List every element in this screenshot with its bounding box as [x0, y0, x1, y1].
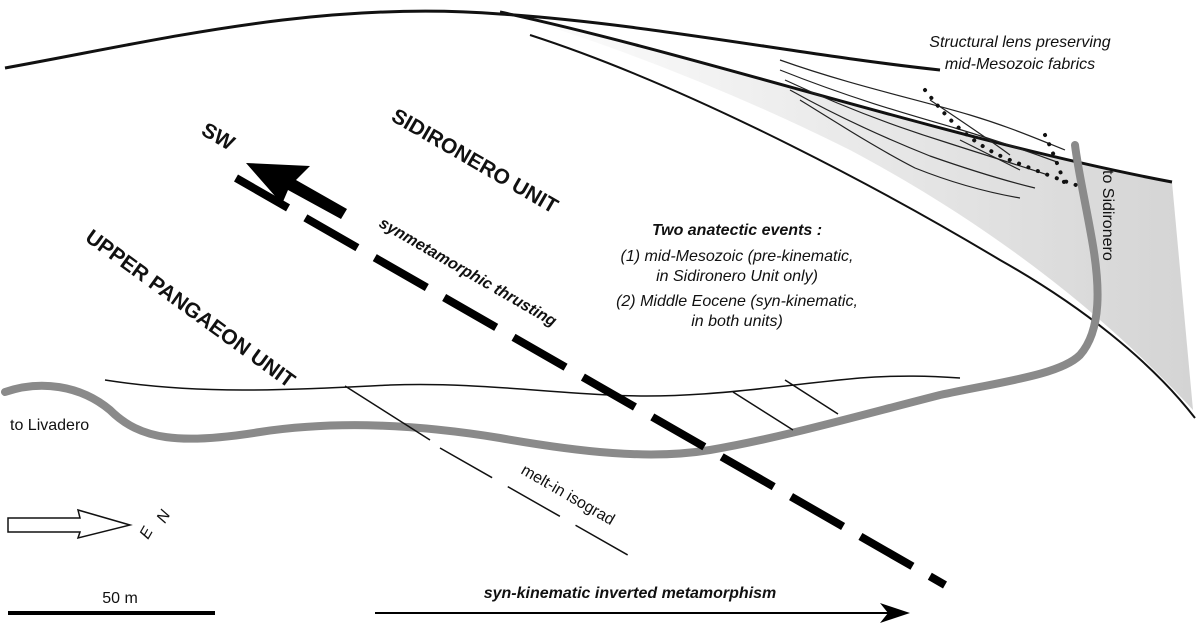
sw-label: SW [198, 118, 239, 155]
event1-line1: (1) mid-Mesozoic (pre-kinematic, [621, 248, 854, 265]
scale-label: 50 m [102, 590, 138, 607]
isograd-upper [104, 375, 961, 397]
event2-line1: (2) Middle Eocene (syn-kinematic, [616, 293, 858, 310]
arrow-right-outline-icon [7, 508, 133, 540]
arrow-left-icon [246, 163, 347, 219]
lower-lens-boundary [529, 34, 1196, 419]
isograd-label: melt-in isograd [518, 462, 617, 529]
structural-lens-note-line2: mid-Mesozoic fabrics [945, 56, 1095, 73]
structural-lens-note-line1: Structural lens preserving [929, 34, 1111, 51]
event2-line2: in both units) [691, 313, 783, 330]
road [1, 141, 1102, 459]
arrow-right-icon [375, 603, 910, 623]
thrust-line [234, 174, 947, 589]
events-title: Two anatectic events : [652, 222, 822, 239]
event1-line2: in Sidironero Unit only) [656, 268, 818, 285]
east-mark: E [137, 524, 157, 542]
melt-in-isograd [439, 447, 641, 563]
upper-pangaeon-unit-label: UPPER PANGAEON UNIT [81, 225, 299, 392]
lens-foliation [779, 59, 1066, 199]
topographic-surface [4, 9, 941, 72]
inverted-metamorphism-label: syn-kinematic inverted metamorphism [484, 585, 777, 602]
isograd-ticks [344, 379, 839, 441]
to-livadero-label: to Livadero [10, 417, 89, 434]
lens-dotted-boundary-upper [1043, 133, 1067, 187]
sidironero-unit-label: SIDIRONERO UNIT [388, 104, 562, 218]
north-mark: N [154, 507, 175, 526]
structural-lens-shading [500, 12, 1193, 410]
to-sidironero-label: to Sidironero [1099, 170, 1116, 261]
